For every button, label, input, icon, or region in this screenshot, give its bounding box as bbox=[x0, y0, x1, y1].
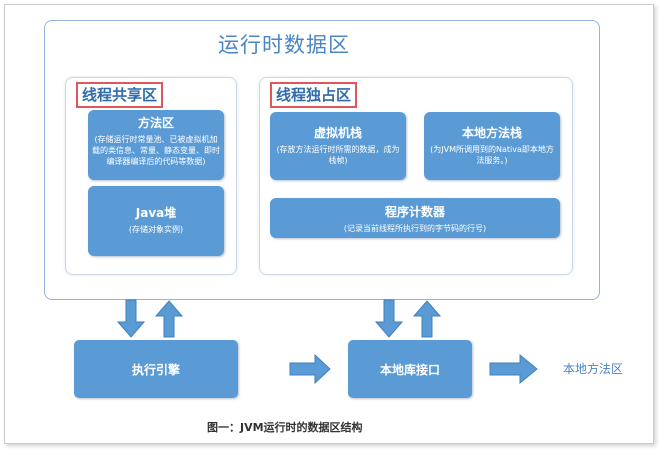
shared-area-title: 线程共享区 bbox=[76, 82, 164, 108]
thread-exclusive-area: 线程独占区 虚拟机栈 (存放方法运行时所需的数据，成为栈帧) 本地方法栈 (为J… bbox=[259, 77, 573, 275]
method-area-desc: (存储运行时常量池、已被虚拟机加载的类信息、常量、静态变量、即时编译器编译后的代… bbox=[92, 135, 220, 166]
java-heap-title: Java堆 bbox=[135, 206, 177, 220]
interface-to-library-arrow bbox=[489, 353, 538, 385]
native-library-label: 本地方法区 bbox=[563, 362, 624, 376]
program-counter-desc: (记录当前线程所执行到的字节码的行号) bbox=[343, 224, 487, 233]
program-counter-box: 程序计数器 (记录当前线程所执行到的字节码的行号) bbox=[270, 198, 560, 238]
engine-to-interface-arrow bbox=[289, 353, 331, 385]
native-interface-box: 本地库接口 bbox=[348, 340, 472, 398]
program-counter-title: 程序计数器 bbox=[384, 205, 445, 219]
exclusive-area-title: 线程独占区 bbox=[270, 82, 358, 108]
runtime-data-area: 运行时数据区 线程共享区 方法区 (存储运行时常量池、已被虚拟机加载的类信息、常… bbox=[44, 20, 600, 300]
engine-down-arrow bbox=[116, 299, 146, 338]
method-area-box: 方法区 (存储运行时常量池、已被虚拟机加载的类信息、常量、静态变量、即时编译器编… bbox=[88, 110, 224, 180]
execution-engine-box: 执行引擎 bbox=[74, 340, 238, 398]
runtime-area-title: 运行时数据区 bbox=[218, 33, 350, 57]
method-area-title: 方法区 bbox=[137, 116, 174, 130]
native-method-stack-box: 本地方法栈 (为JVM所调用到的Nativa即本地方法服务。) bbox=[424, 112, 560, 180]
java-heap-box: Java堆 (存储对象实例) bbox=[88, 186, 224, 256]
thread-shared-area: 线程共享区 方法区 (存储运行时常量池、已被虚拟机加载的类信息、常量、静态变量、… bbox=[65, 77, 237, 275]
vm-stack-title: 虚拟机栈 bbox=[313, 126, 362, 140]
native-method-stack-desc: (为JVM所调用到的Nativa即本地方法服务。) bbox=[430, 145, 554, 165]
figure-caption: 图一：JVM运行时的数据区结构 bbox=[207, 421, 363, 434]
interface-down-arrow bbox=[374, 299, 404, 338]
interface-up-arrow bbox=[412, 300, 442, 338]
java-heap-desc: (存储对象实例) bbox=[128, 225, 184, 234]
vm-stack-desc: (存放方法运行时所需的数据，成为栈帧) bbox=[276, 145, 400, 165]
native-method-stack-title: 本地方法栈 bbox=[461, 126, 522, 140]
engine-up-arrow bbox=[154, 300, 184, 338]
vm-stack-box: 虚拟机栈 (存放方法运行时所需的数据，成为栈帧) bbox=[270, 112, 406, 180]
